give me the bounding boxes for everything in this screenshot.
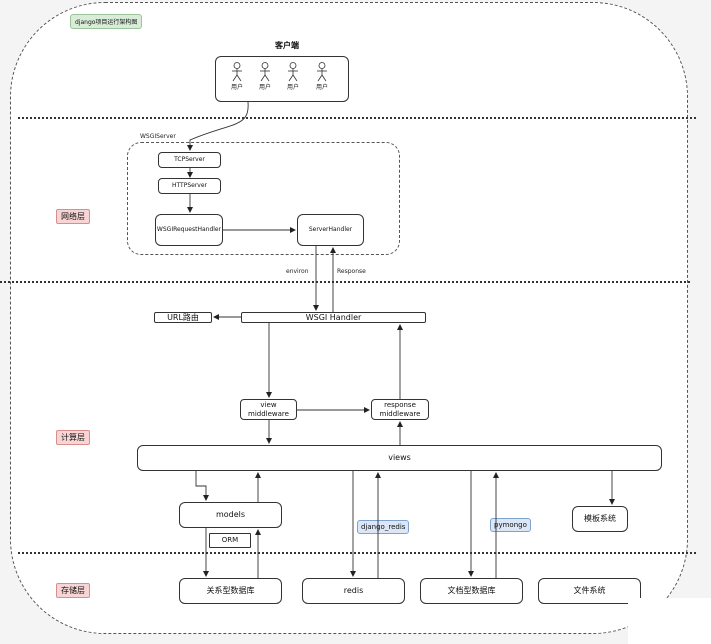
models-node: models	[179, 502, 282, 528]
server-handler-node: ServerHandler	[297, 214, 364, 246]
redis-node: redis	[302, 578, 405, 604]
user-figure: 用户	[226, 62, 248, 91]
wsgi-server-group	[127, 142, 400, 255]
file-system-node: 文件系统	[538, 578, 641, 604]
wsgi-server-group-label: WSGIServer	[140, 133, 176, 140]
user-figure: 用户	[311, 62, 333, 91]
view-middleware-node: view middleware	[240, 399, 297, 420]
edge-views-to-models	[195, 471, 209, 501]
divider-network-compute	[0, 281, 690, 283]
tcp-server-node: TCPServer	[158, 152, 221, 168]
divider-compute-storage	[18, 552, 696, 554]
relational-db-node: 关系型数据库	[179, 578, 282, 604]
url-router-node: URL路由	[154, 312, 212, 323]
edge-client-to-wsgi-server	[187, 101, 249, 151]
user-label: 用户	[315, 84, 328, 91]
response-middleware-node: response middleware	[371, 399, 429, 420]
user-figure: 用户	[282, 62, 304, 91]
user-figure: 用户	[254, 62, 276, 91]
template-system-node: 模板系统	[572, 506, 628, 532]
response-edge-label: Response	[337, 268, 366, 275]
pymongo-label: pymongo	[490, 518, 531, 532]
diagram-title-badge: django项目运行架构图	[70, 14, 143, 29]
user-label: 用户	[286, 84, 299, 91]
user-icon	[260, 62, 270, 82]
user-icon	[288, 62, 298, 82]
user-label: 用户	[230, 84, 243, 91]
django-redis-label: django_redis	[357, 520, 410, 534]
client-title: 客户端	[275, 41, 299, 50]
user-icon	[317, 62, 327, 82]
environ-edge-label: environ	[286, 268, 309, 275]
network-layer-tag: 网络层	[56, 209, 90, 224]
document-db-node: 文档型数据库	[420, 578, 523, 604]
views-node: views	[137, 445, 662, 471]
storage-layer-tag: 存储层	[56, 583, 90, 598]
wsgi-handler-node: WSGI Handler	[241, 312, 426, 323]
divider-client-network	[18, 117, 696, 119]
user-icon	[232, 62, 242, 82]
orm-node: ORM	[209, 533, 251, 548]
client-users-box	[215, 56, 349, 102]
compute-layer-tag: 计算层	[56, 430, 90, 445]
corner-blank	[628, 598, 711, 644]
wsgi-request-handler-node: WSGIRequestHandler	[155, 214, 223, 246]
http-server-node: HTTPServer	[158, 178, 221, 194]
user-label: 用户	[258, 84, 271, 91]
